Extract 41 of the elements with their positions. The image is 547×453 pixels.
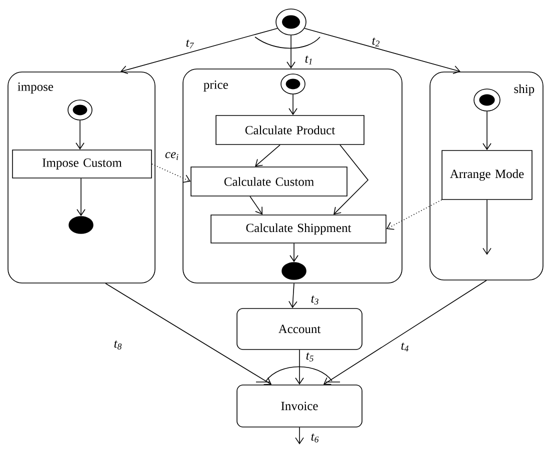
edge-label: t$_{5}$	[306, 352, 314, 362]
arrow	[286, 35, 296, 69]
arrow	[290, 243, 298, 262]
arrow	[482, 111, 492, 150]
arrow	[295, 350, 304, 385]
arrow	[304, 28, 460, 74]
activity-box: Calculate Shippment	[210, 214, 386, 244]
arrow	[482, 200, 492, 255]
arrow	[288, 283, 298, 308]
edge-label: t$_{3}$	[311, 296, 318, 304]
final-node	[68, 216, 94, 234]
edge-label: t$_{2}$	[372, 38, 380, 46]
arrow	[105, 283, 272, 385]
activity-box: Impose Custom	[12, 150, 152, 178]
arrow	[120, 28, 278, 74]
final-node	[282, 262, 306, 280]
arrow	[288, 94, 298, 116]
edge-label: t$_{1}$	[305, 56, 312, 64]
edge-label: ce$_{i}$	[165, 152, 178, 160]
arrow	[323, 280, 487, 385]
arrow	[250, 196, 262, 215]
edge-label: t$_{6}$	[311, 434, 319, 442]
state-box: Account	[236, 308, 362, 350]
initial-node	[68, 100, 92, 120]
arrow	[76, 120, 84, 150]
activity-box: Calculate Product	[216, 115, 364, 145]
initial-node	[474, 88, 500, 112]
arrow	[295, 427, 304, 444]
activity-box: Calculate Custom	[190, 166, 348, 196]
edge-label: t$_{4}$	[401, 342, 408, 352]
state-box: Invoice	[236, 384, 362, 428]
arrow	[334, 144, 369, 215]
arrow	[152, 164, 191, 183]
edge-label: t$_{7}$	[186, 40, 194, 48]
initial-node	[276, 8, 306, 36]
initial-node	[280, 74, 306, 94]
edge-label: t$_{8}$	[114, 340, 122, 350]
arrow	[255, 144, 280, 167]
arrow	[386, 200, 442, 230]
activity-box: Arrange Mode	[442, 150, 532, 200]
arrow	[76, 178, 86, 216]
